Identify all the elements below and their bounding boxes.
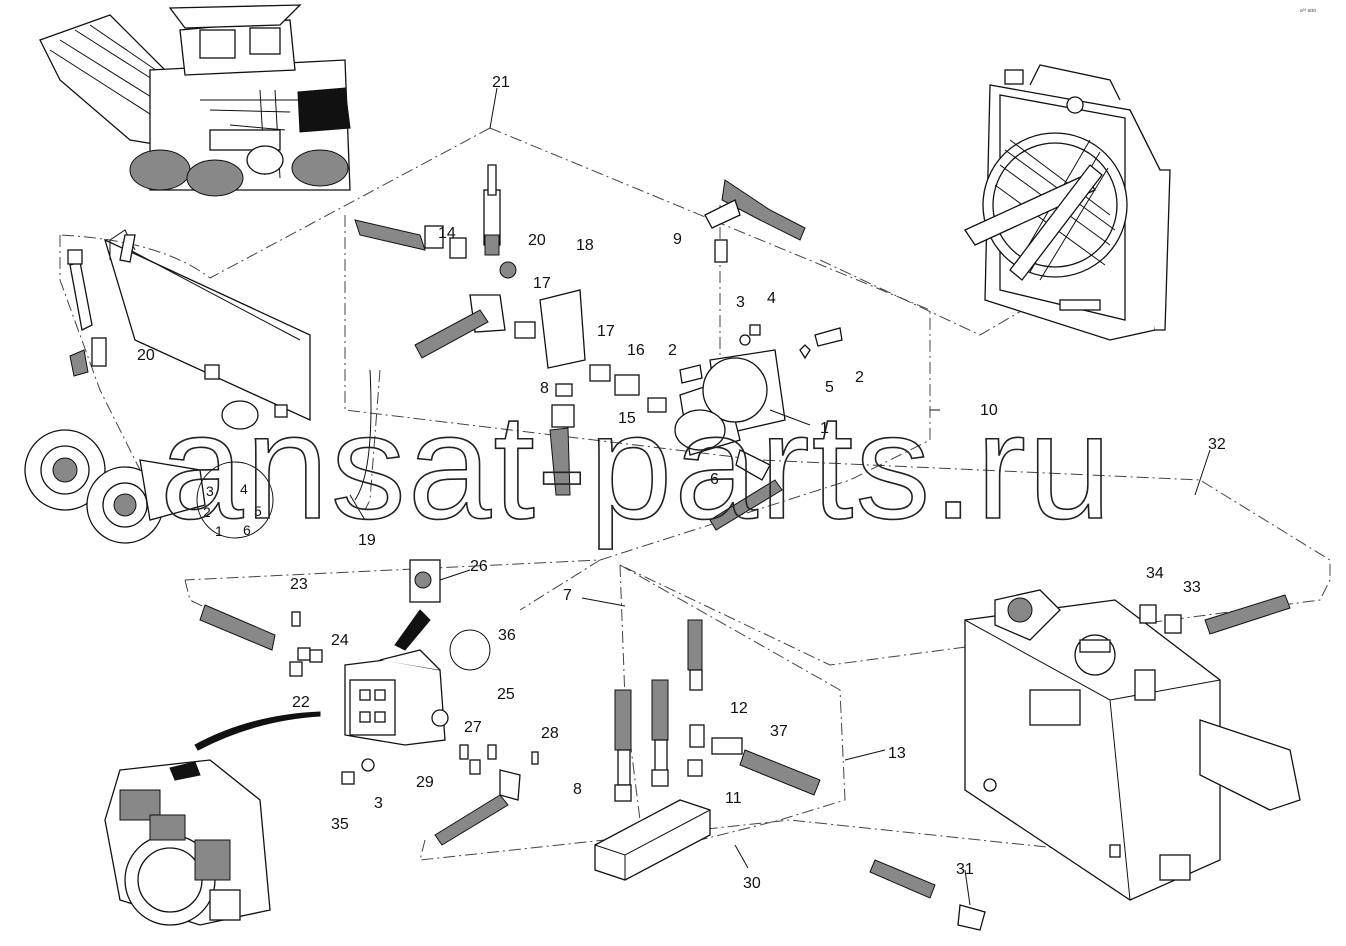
callout-35: 35 — [331, 816, 349, 833]
callout-9: 9 — [673, 231, 682, 248]
callout-32: 32 — [1208, 436, 1226, 453]
watermark-text: ansat-parts.ru — [160, 382, 1113, 550]
callout-24: 24 — [331, 632, 349, 649]
callout-26: 26 — [470, 558, 488, 575]
callout-17-right: 17 — [597, 323, 615, 340]
port-numbers: 3 4 2 5 1 6 — [203, 481, 262, 539]
port-4: 4 — [240, 481, 248, 497]
callout-34: 34 — [1146, 565, 1164, 582]
port-5: 5 — [254, 503, 262, 519]
callout-25: 25 — [497, 686, 515, 703]
callout-15: 15 — [618, 410, 636, 427]
callout-4: 4 — [767, 290, 776, 307]
callout-10: 10 — [980, 402, 998, 419]
leader-lines — [349, 87, 1211, 906]
callout-2-right: 2 — [855, 369, 864, 386]
callout-20-left: 20 — [137, 347, 155, 364]
callout-28: 28 — [541, 725, 559, 742]
callout-7: 7 — [563, 587, 572, 604]
callout-16: 16 — [627, 342, 645, 359]
callout-13: 13 — [888, 745, 906, 762]
port-6: 6 — [243, 522, 251, 538]
callout-30: 30 — [743, 875, 761, 892]
callout-1: 1 — [820, 420, 829, 437]
drive-flange-illustration — [24, 429, 274, 544]
callout-8-top: 8 — [540, 380, 549, 397]
corner-mark: a³³ aαα — [1300, 8, 1316, 14]
callout-22: 22 — [292, 694, 310, 711]
frame-panel — [103, 229, 311, 430]
callout-2-left: 2 — [668, 342, 677, 359]
port-circle — [196, 461, 274, 539]
callout-20-top: 20 — [528, 232, 546, 249]
callout-27: 27 — [464, 719, 482, 736]
callout-14: 14 — [438, 225, 456, 242]
port-1: 1 — [215, 523, 223, 539]
callout-29: 29 — [416, 774, 434, 791]
callout-3-bottom: 3 — [374, 795, 383, 812]
callout-23: 23 — [290, 576, 308, 593]
callout-31: 31 — [956, 861, 974, 878]
hydraulic-motor-1 — [674, 179, 843, 531]
milling-machine-illustration — [39, 4, 351, 197]
radiator-cooler-illustration — [964, 64, 1171, 341]
callout-33: 33 — [1183, 579, 1201, 596]
hydraulic-tank-illustration — [869, 589, 1301, 931]
callout-17-left: 17 — [533, 275, 551, 292]
callout-6: 6 — [710, 471, 719, 488]
callout-8-bottom: 8 — [573, 781, 582, 798]
callout-18: 18 — [576, 237, 594, 254]
callout-12: 12 — [730, 700, 748, 717]
callout-19: 19 — [358, 532, 376, 549]
callout-3-top: 3 — [736, 294, 745, 311]
gear-pump-25 — [194, 559, 539, 846]
distribution-block — [594, 619, 821, 881]
callout-21: 21 — [492, 74, 510, 91]
port-2: 2 — [203, 504, 211, 520]
port-3: 3 — [206, 483, 214, 499]
callout-5: 5 — [825, 379, 834, 396]
callout-37: 37 — [770, 723, 788, 740]
callout-36: 36 — [498, 627, 516, 644]
fitting-20-left — [67, 249, 107, 377]
callout-11: 11 — [725, 790, 742, 807]
callout-labels: 21 20 14 18 17 17 16 9 3 4 2 2 5 8 15 1 … — [137, 74, 1226, 892]
gearbox-illustration — [104, 759, 271, 926]
center-hoses — [354, 164, 667, 501]
